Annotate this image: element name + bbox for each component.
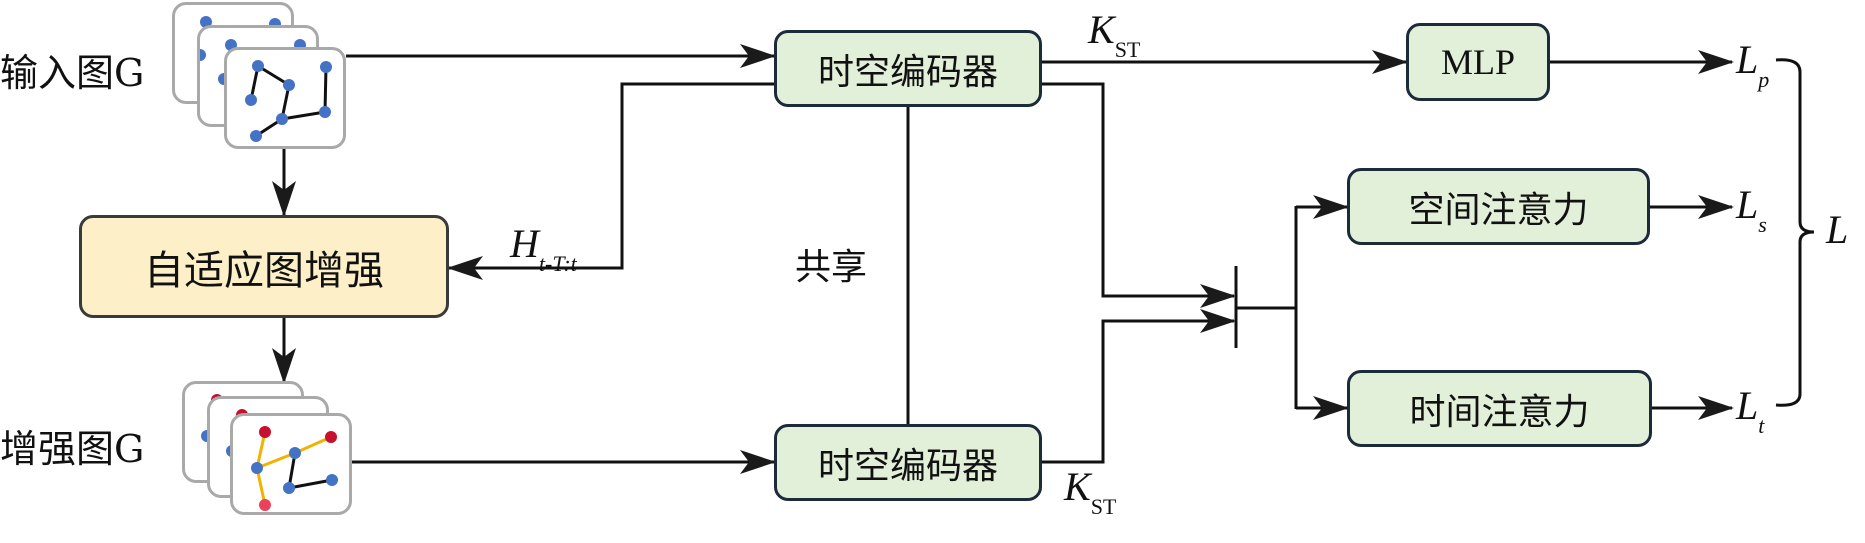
loss-p-label: Lp: [1736, 37, 1770, 92]
bottom-encoder-to-merge-arrow: [1042, 309, 1236, 464]
shared-weights-label: 共享: [795, 247, 868, 288]
augmented-graph-card-front: [230, 413, 352, 515]
top-encoder-to-merge-arrow: [1042, 82, 1236, 308]
augmented-graph-label: 增强图G: [0, 427, 145, 471]
loss-t-label: Lt: [1736, 383, 1765, 438]
merge-output-line: [1236, 206, 1298, 409]
loss-s-label: Ls: [1736, 182, 1767, 237]
total-loss-label: L: [1826, 207, 1849, 252]
adaptive-graph-augmentation-box: 自适应图增强: [79, 215, 449, 318]
hidden-state-label: Ht-T:t: [510, 221, 577, 276]
loss-brace: [1775, 58, 1815, 407]
kst-bottom-label: KST: [1064, 464, 1117, 519]
kst-top-label: KST: [1088, 7, 1141, 62]
graph-icon: [245, 60, 332, 142]
feedback-arrow: [447, 82, 774, 280]
temporal-attention-box: 时间注意力: [1347, 370, 1652, 447]
input-graph-card-front: [224, 47, 346, 149]
spatiotemporal-encoder-bottom: 时空编码器: [774, 424, 1042, 501]
graph-icon: [251, 426, 338, 511]
mlp-box: MLP: [1406, 23, 1550, 101]
input-graph-label: 输入图G: [0, 51, 145, 95]
spatiotemporal-encoder-top: 时空编码器: [774, 30, 1042, 107]
spatial-attention-box: 空间注意力: [1347, 168, 1650, 245]
